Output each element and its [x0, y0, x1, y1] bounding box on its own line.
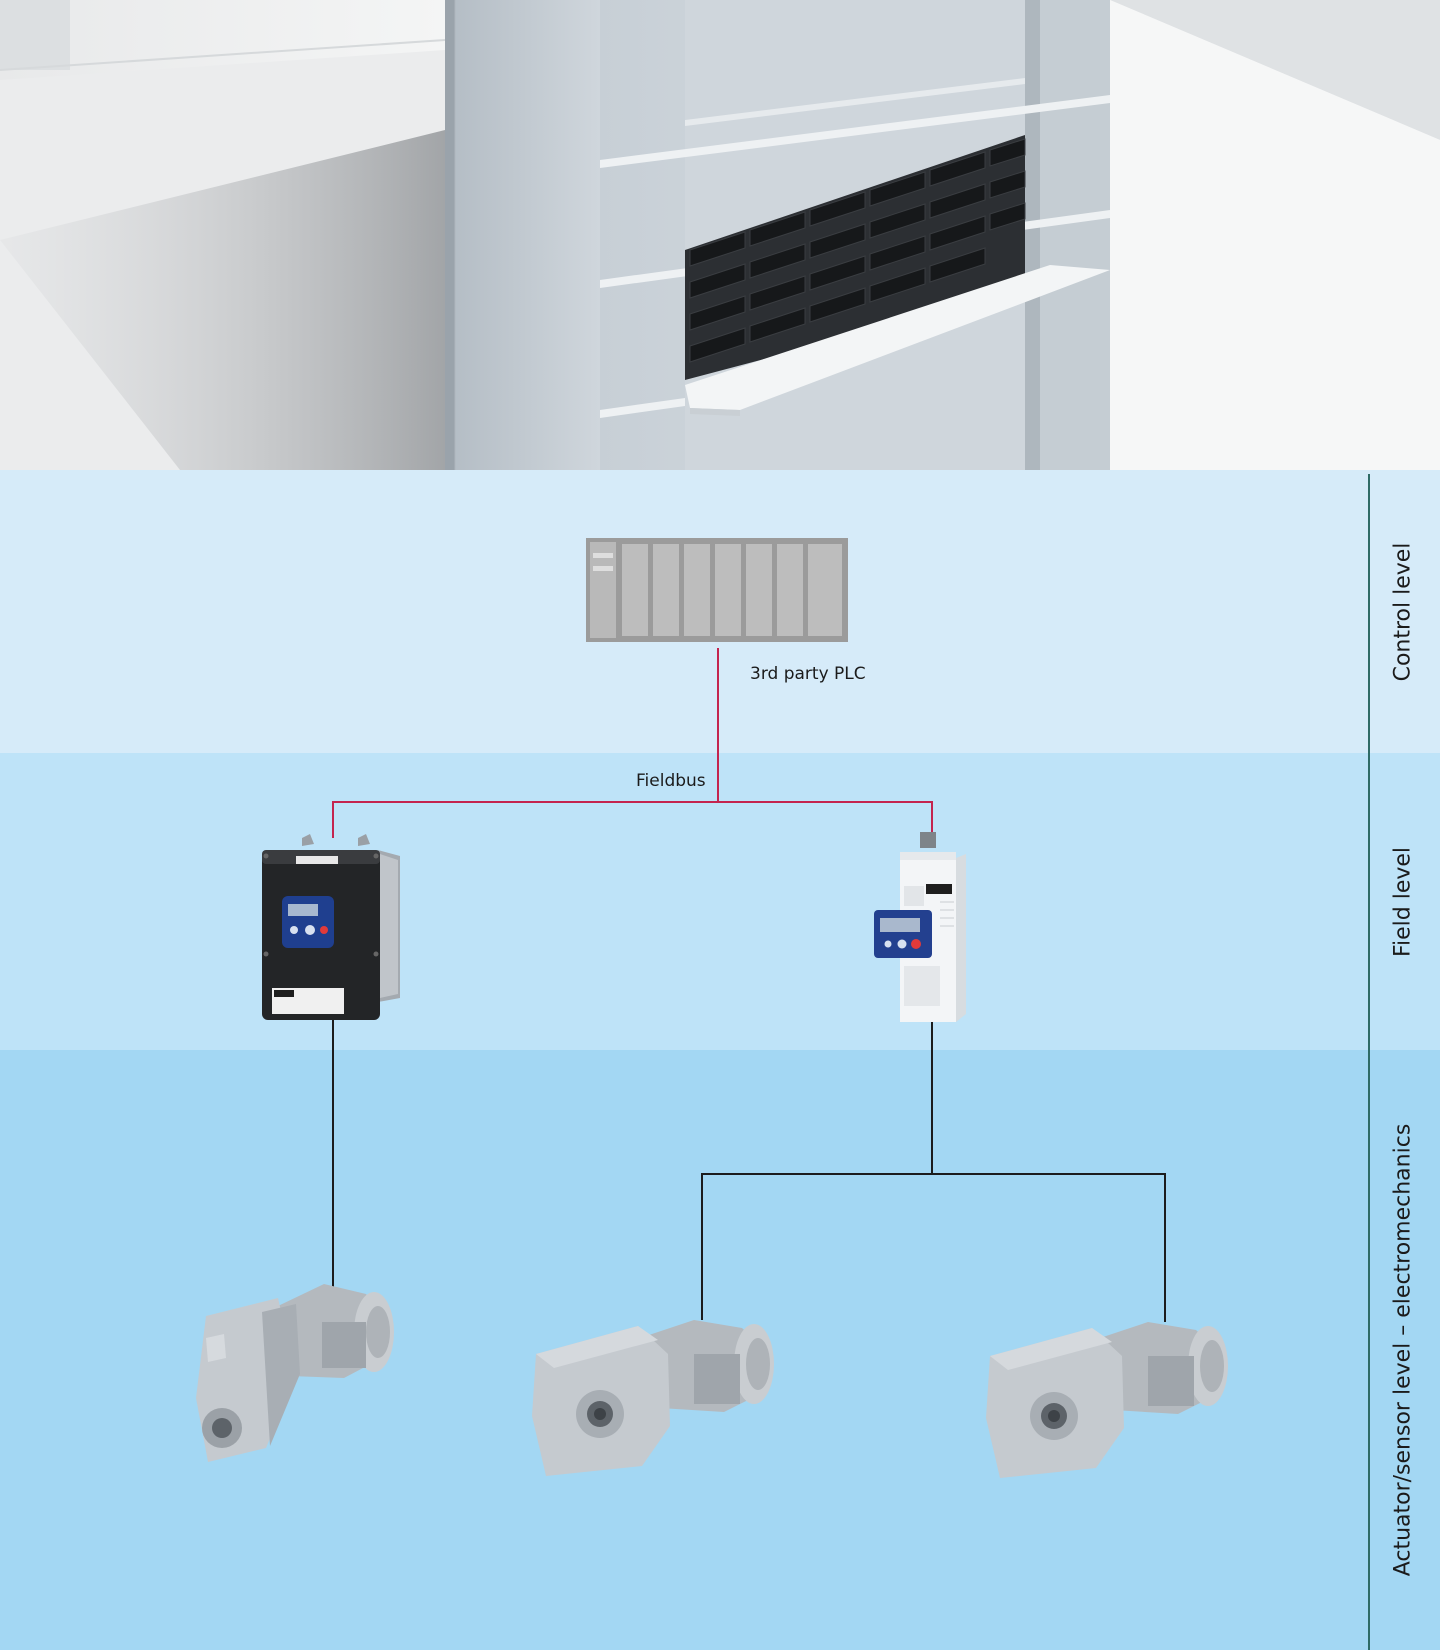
fieldbus-label: Fieldbus — [636, 771, 706, 791]
plc-label: 3rd party PLC — [750, 664, 866, 684]
storage-lift-scene — [0, 0, 1440, 470]
plc-rack-icon — [586, 538, 848, 642]
level-label-column — [1368, 470, 1440, 1650]
inverter-i500-protec-icon — [258, 834, 404, 1022]
motor-cable-lines — [332, 1020, 1166, 1322]
bevel-gearmotor-icon — [982, 1308, 1236, 1484]
bevel-gearmotor-icon — [528, 1306, 782, 1482]
fieldbus-line — [332, 648, 933, 842]
inverter-i500-cabinet-icon — [870, 832, 970, 1024]
level-divider-line — [1368, 474, 1370, 1650]
shaft-mounted-gearmotor-icon — [186, 1278, 412, 1468]
